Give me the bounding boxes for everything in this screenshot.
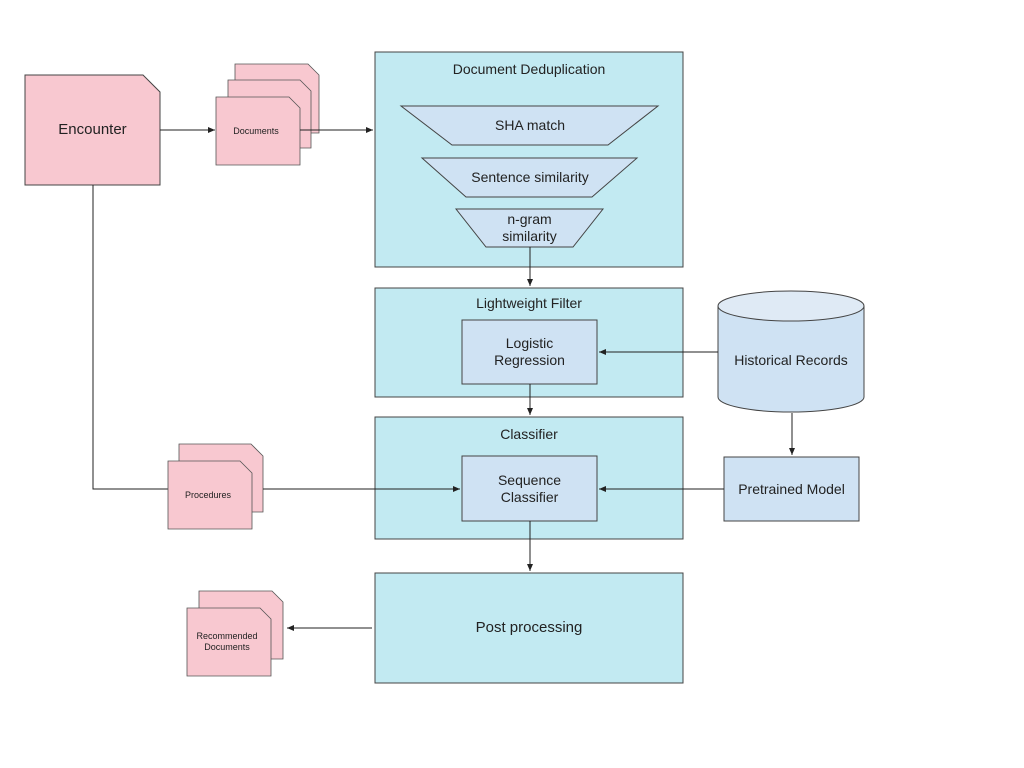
recommended-shape[interactable] <box>186 607 272 677</box>
documents-shape[interactable] <box>215 96 301 166</box>
sha-match-shape[interactable] <box>399 105 660 146</box>
procedures-shape[interactable] <box>167 460 253 530</box>
line-encounter-procedures <box>92 185 168 490</box>
historical-records-top <box>717 290 865 322</box>
ngram-similarity-shape[interactable] <box>454 208 605 248</box>
sequence-classifier-box[interactable] <box>461 455 598 522</box>
historical-records-shape[interactable] <box>717 306 865 413</box>
post-processing-box[interactable] <box>374 572 684 684</box>
sentence-similarity-shape[interactable] <box>420 157 639 198</box>
logistic-regression-box[interactable] <box>461 319 598 385</box>
encounter-shape[interactable] <box>24 74 161 186</box>
pretrained-model-box[interactable] <box>723 456 860 522</box>
